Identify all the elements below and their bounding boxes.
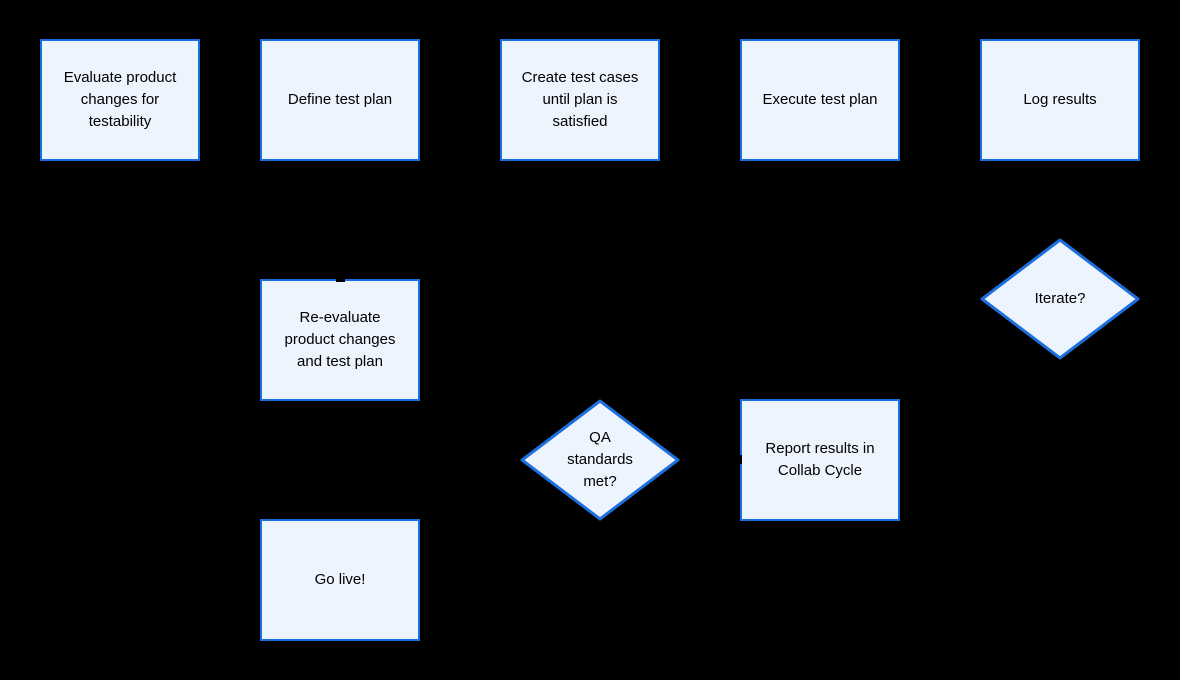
node-create-test-cases: Create test cases until plan is satisfie… [500,39,660,161]
node-label: Evaluate product changes for testability [63,69,177,130]
node-label: Iterate? [1034,290,1086,307]
arrowhead-remnant-icon [336,277,345,282]
node-label: Define test plan [287,91,393,108]
node-reevaluate-product-changes: Re-evaluate product changes and test pla… [260,279,420,401]
node-define-test-plan: Define test plan [260,39,420,161]
node-label: Go live! [314,571,366,588]
node-report-results: Report results in Collab Cycle [740,399,900,521]
node-label: Create test cases until plan is satisfie… [521,69,639,130]
diamond-shape-icon [980,238,1140,360]
node-label: Re-evaluate product changes and test pla… [284,309,396,370]
node-label: Report results in Collab Cycle [765,440,875,479]
node-log-results: Log results [980,39,1140,161]
node-label: Execute test plan [762,91,878,108]
node-label: Log results [1023,91,1097,108]
node-evaluate-product-changes: Evaluate product changes for testability [40,39,200,161]
diamond-shape-icon [520,399,680,521]
node-qa-standards-decision: QA standards met? [520,399,680,521]
arrowhead-remnant-icon [735,455,742,464]
node-execute-test-plan: Execute test plan [740,39,900,161]
node-go-live: Go live! [260,519,420,641]
node-iterate-decision: Iterate? [980,238,1140,360]
node-label: QA standards met? [567,429,633,490]
